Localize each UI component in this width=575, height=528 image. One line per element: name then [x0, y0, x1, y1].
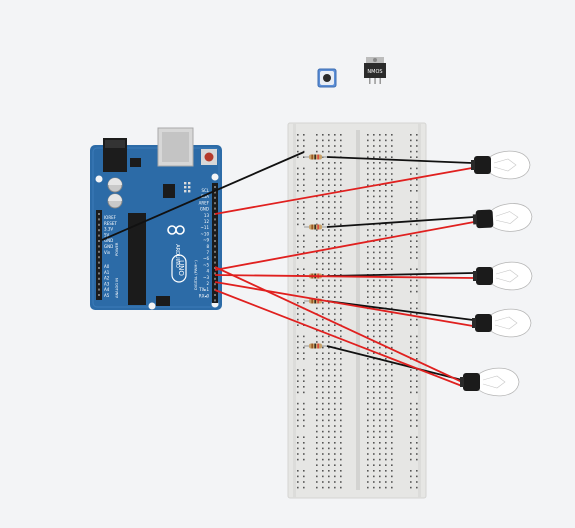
bulb-socket — [476, 267, 493, 285]
reset-button[interactable] — [204, 152, 214, 162]
wire-pin13-bulb-1[interactable] — [214, 167, 473, 215]
wire-black-bulb-3[interactable] — [326, 272, 475, 277]
wire-pin4-bulb-3[interactable] — [214, 274, 475, 279]
digital-pin-label: GND — [200, 207, 209, 212]
pushbutton-component[interactable] — [317, 68, 337, 88]
bulb-5[interactable] — [460, 367, 520, 397]
digital-header — [212, 183, 218, 303]
breadboard-center-channel — [356, 130, 360, 490]
wire-black-bulb-1[interactable] — [326, 156, 473, 164]
analog-pin-label: A5 — [104, 293, 110, 298]
bulb-filament — [494, 316, 518, 330]
digital-pin-label: RX◂0 — [199, 293, 210, 298]
digital-pin-label: SDA — [201, 194, 210, 199]
atmega-chip — [128, 213, 146, 305]
bulb-glass — [491, 203, 533, 232]
power-analog-header — [96, 210, 102, 300]
nmos-transistor[interactable]: NMOS — [364, 57, 386, 84]
analog-pin-label: A4 — [104, 287, 110, 292]
bulb-4[interactable] — [472, 308, 532, 338]
digital-pin-label: ~5 — [203, 262, 209, 267]
bulb-glass — [478, 367, 520, 397]
bulb-socket — [475, 209, 494, 229]
power-pin-label: 3.3V — [104, 227, 113, 232]
power-pin-label: RESET — [104, 221, 117, 226]
bulb-3[interactable] — [473, 261, 533, 291]
digital-pin-label: 2 — [206, 281, 209, 286]
analog-pin-label: A1 — [104, 270, 110, 275]
analog-pin-label: A2 — [104, 276, 110, 281]
digital-pin-label: AREF — [199, 200, 210, 205]
digital-pin-label: ~3 — [203, 275, 209, 280]
power-pin-label: GND — [104, 238, 113, 243]
wire-black-bulb-4[interactable] — [326, 300, 474, 321]
bulb-filament — [495, 211, 519, 224]
bulb-glass — [490, 308, 532, 338]
bulb-2[interactable] — [472, 203, 533, 234]
digital-pin-label: ~6 — [203, 256, 209, 261]
digital-pin-label: 12 — [204, 219, 210, 224]
breadboard[interactable] — [287, 122, 427, 499]
bulb-filament — [493, 158, 517, 172]
power-pin-label: GND — [104, 244, 113, 249]
wire-pin6-bulb-5[interactable] — [214, 266, 463, 383]
button-cap-icon — [323, 74, 331, 82]
wire-gnd-to-breadboard[interactable] — [101, 151, 305, 241]
power-side-label: POWER — [115, 242, 119, 256]
digital-pin-label: SCL — [201, 188, 209, 193]
analog-pin-label: A0 — [104, 264, 110, 269]
bulb-socket — [463, 373, 480, 391]
nmos-label: NMOS — [367, 69, 382, 75]
wires[interactable] — [101, 151, 475, 387]
digital-pin-label: ~10 — [201, 231, 210, 236]
digital-side-label: DIGITAL (PWM~) — [194, 260, 198, 290]
bulb-filament — [495, 269, 519, 283]
wire-pin3-bulb-4[interactable] — [214, 281, 474, 327]
analog-side-label: ANALOG IN — [115, 278, 119, 298]
arduino-uno-board[interactable]: ARDUINO UNO SCLSDAAREFGND1312~11~10~987~… — [90, 127, 222, 310]
analog-pin-label: A3 — [104, 281, 110, 286]
digital-pin-label: ~11 — [201, 225, 210, 230]
wire-pin2-bulb-5[interactable] — [214, 289, 463, 387]
digital-pin-label: 13 — [204, 213, 210, 218]
light-bulbs[interactable] — [460, 150, 533, 397]
bulb-glass — [491, 261, 533, 291]
bulb-glass — [489, 150, 531, 180]
bulb-socket — [474, 156, 491, 174]
wire-black-bulb-2[interactable] — [326, 216, 475, 228]
breadboard-holes — [297, 134, 418, 489]
digital-pin-label: 4 — [206, 269, 209, 274]
power-pin-label: Vin — [104, 250, 111, 255]
digital-pin-label: ~9 — [203, 238, 209, 243]
arduino-logo: ARDUINO UNO — [167, 225, 187, 283]
power-pin-label: IOREF — [104, 215, 117, 220]
power-pin-label: 5V — [104, 232, 110, 237]
brand-text: ARDUINO — [174, 244, 180, 268]
digital-pin-label: 7 — [206, 250, 209, 255]
bulb-socket — [475, 314, 492, 332]
wire-pin5-bulb-2[interactable] — [214, 221, 475, 271]
uno-logo-text: UNO — [177, 260, 185, 276]
bulb-1[interactable] — [471, 150, 531, 180]
digital-pin-label: 8 — [206, 244, 209, 249]
bulb-filament — [482, 375, 506, 389]
digital-pin-label: TX▸1 — [198, 287, 209, 292]
wire-black-bulb-5[interactable] — [326, 345, 463, 381]
